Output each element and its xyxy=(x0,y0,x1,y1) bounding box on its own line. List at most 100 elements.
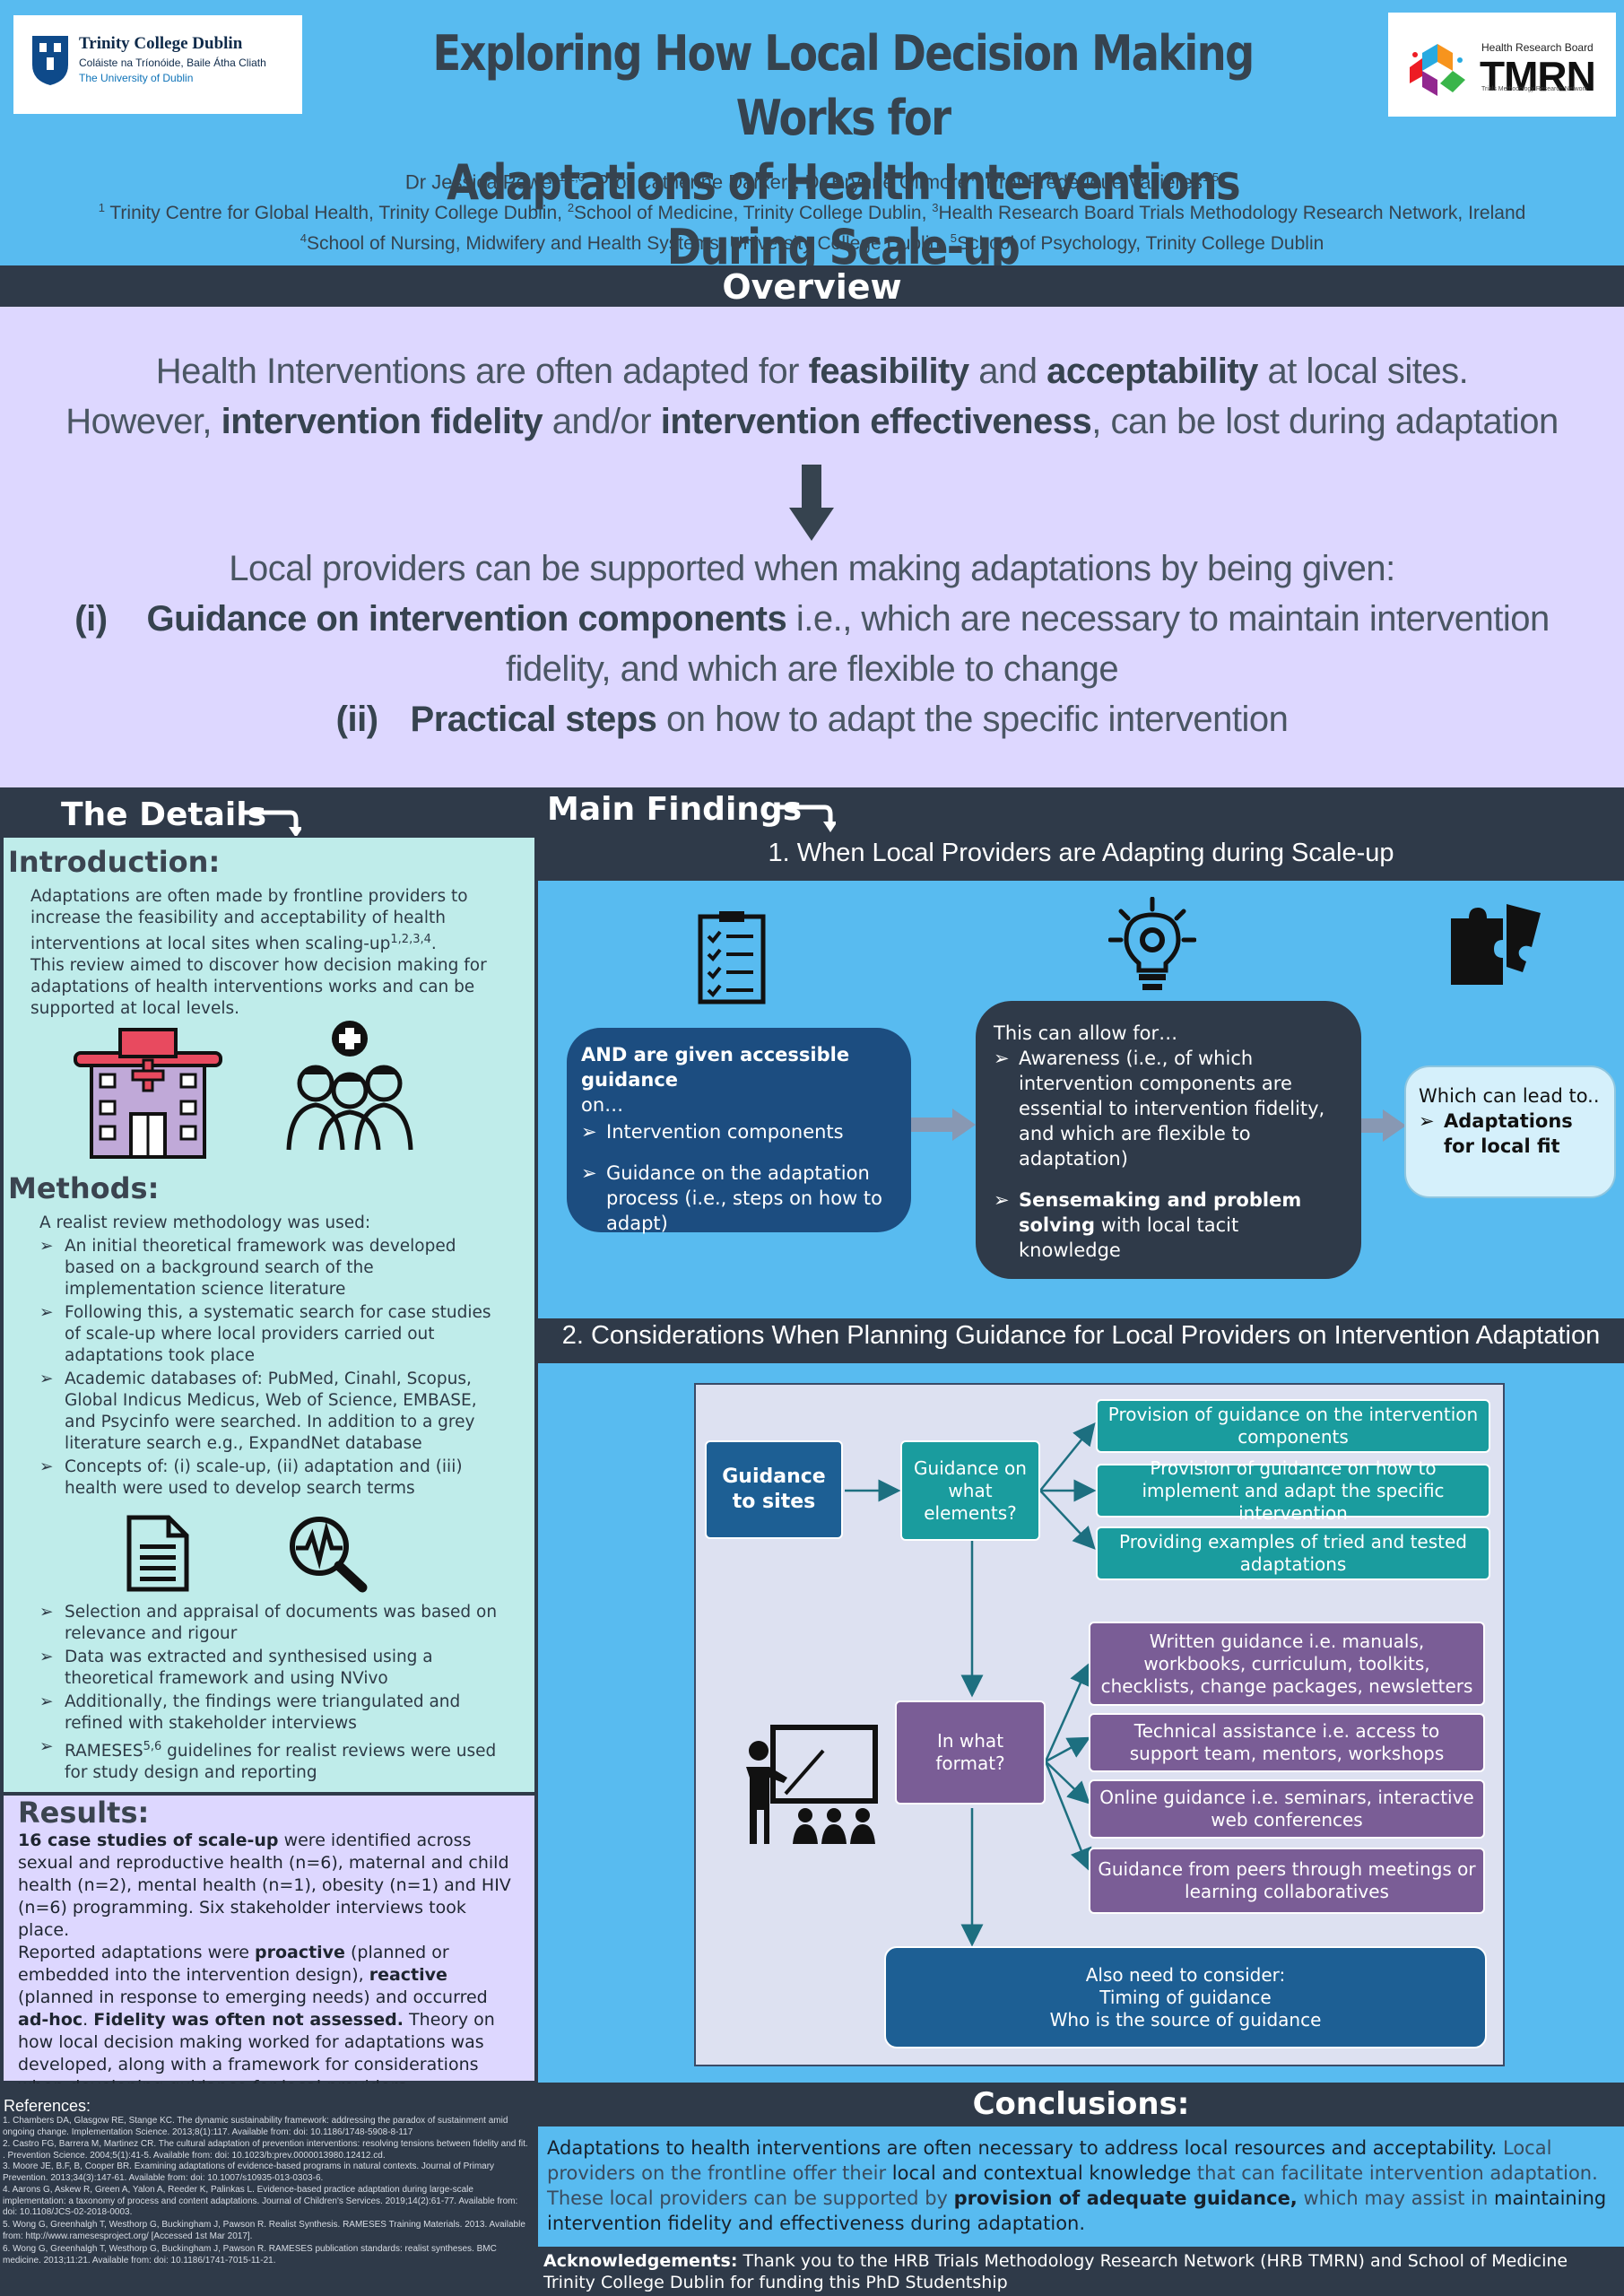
checklist-icon xyxy=(698,911,766,1004)
methods-list-2: Selection and appraisal of documents was… xyxy=(39,1602,506,1786)
methods-item: Academic databases of: PubMed, Cinahl, S… xyxy=(39,1369,506,1455)
allow-for-item: Sensemaking and problem solving with loc… xyxy=(994,1187,1343,1263)
format-option: Online guidance i.e. seminars, interacti… xyxy=(1089,1779,1485,1839)
methods-item: Following this, a systematic search for … xyxy=(39,1302,506,1367)
ov-bold: intervention effectiveness xyxy=(660,402,1092,441)
lead-to-list: Adaptations for local fit xyxy=(1419,1109,1602,1159)
ack-text: Thank you to the HRB Trials Methodology … xyxy=(543,2251,1568,2292)
affil-text: Health Research Board Trials Methodology… xyxy=(938,203,1526,223)
affil-sup: 3 xyxy=(932,201,939,214)
conc-dark: maintaining intervention fidelity and ef… xyxy=(547,2187,1607,2234)
magnifier-pulse-icon xyxy=(290,1517,368,1593)
affil-text: School of Medicine, Trinity College Dubl… xyxy=(574,203,933,223)
finding1-bar xyxy=(538,836,1624,881)
author-sup: 1,5 xyxy=(1203,170,1220,184)
ov-text: However, xyxy=(65,402,221,441)
intro-p2: This review aimed to discover how decisi… xyxy=(30,956,487,1019)
ov-bold: intervention fidelity xyxy=(221,402,543,441)
conclusions-bar xyxy=(538,2083,1624,2126)
rameses-text: RAMESES xyxy=(65,1742,143,1761)
affil-sup: 1 xyxy=(98,201,105,214)
methods-item: Additionally, the findings were triangul… xyxy=(39,1692,506,1735)
hrb-logo-small: Health Research Board xyxy=(1481,41,1594,54)
teacher-board-icon xyxy=(746,1725,878,1844)
allow-for-bold: Sensemaking and problem solving xyxy=(1019,1189,1302,1236)
down-arrow-icon xyxy=(789,465,834,541)
conc-text: which may assist in xyxy=(1297,2187,1495,2209)
reference-item: 1. Chambers DA, Glasgow RE, Stange KC. T… xyxy=(3,2116,508,2137)
element-option: Provision of guidance on how to implemen… xyxy=(1096,1457,1490,1524)
methods-list: An initial theoretical framework was dev… xyxy=(39,1236,506,1501)
results-bold: Fidelity was often not assessed. xyxy=(93,2010,404,2030)
affiliation-line-1: 1 Trinity Centre for Global Health, Trin… xyxy=(0,201,1624,224)
right-arrow-icon xyxy=(1361,1109,1406,1142)
puzzle-icon xyxy=(1451,904,1541,985)
ov-text: , can be lost during adaptation xyxy=(1091,402,1559,441)
results-p1: 16 case studies of scale-up were identif… xyxy=(18,1830,520,1942)
author-sup: 1,2,3 xyxy=(559,170,585,184)
tcd-crest-icon xyxy=(32,36,68,85)
results-text: (planned in response to emerging needs) … xyxy=(18,1987,488,2007)
allow-for-title: This can allow for… xyxy=(994,1022,1178,1044)
given-guidance-box: AND are given accessible guidance on… In… xyxy=(567,1028,911,1234)
allow-for-rest: with local tacit knowledge xyxy=(1019,1214,1239,1261)
details-heading: The Details xyxy=(61,796,267,833)
results-heading: Results: xyxy=(18,1796,150,1830)
ov-bold: acceptability xyxy=(1046,352,1258,391)
hrb-logo-sub: Trials Methodology Research Network xyxy=(1481,86,1588,92)
allow-for-item: Awareness (i.e., of which intervention c… xyxy=(994,1046,1343,1171)
ov-num: (ii) xyxy=(335,700,378,739)
conc-text: Local providers on the frontline offer t… xyxy=(547,2137,1552,2184)
methods-item: Data was extracted and synthesised using… xyxy=(39,1647,506,1690)
overview-line-3: Local providers can be supported when ma… xyxy=(229,549,1395,588)
also-consider-l3: Who is the source of guidance xyxy=(1049,2008,1322,2031)
also-consider-l1: Also need to consider: xyxy=(1085,1963,1286,1986)
lead-to-item: Adaptations for local fit xyxy=(1419,1109,1602,1159)
given-guidance-on: on… xyxy=(581,1094,624,1116)
results-text: . xyxy=(83,2010,94,2030)
hrb-logo-big: TMRN xyxy=(1480,53,1596,100)
also-consider-l2: Timing of guidance xyxy=(1099,1986,1272,2008)
rameses-sup: 5,6 xyxy=(143,1740,162,1753)
author-name: Dr Jessica Power xyxy=(404,170,560,194)
author-name: , Prof Frédérique Vallières xyxy=(975,170,1203,194)
author-sup: 4 xyxy=(968,170,976,184)
hrb-mark-icon xyxy=(1410,44,1465,96)
ov-text: and/or xyxy=(543,402,661,441)
references-panel xyxy=(0,2083,538,2296)
affil-text: Trinity Centre for Global Health, Trinit… xyxy=(104,203,568,223)
ov-text: on how to adapt the specific interventio… xyxy=(656,700,1289,739)
methods-item-rameses: RAMESES5,6 guidelines for realist review… xyxy=(39,1736,506,1784)
lead-to-title: Which can lead to.. xyxy=(1419,1085,1600,1107)
intro-heading: Introduction: xyxy=(8,845,221,879)
references-heading: References: xyxy=(4,2097,91,2115)
results-bold: 16 case studies of scale-up xyxy=(18,1831,279,1850)
methods-item: Selection and appraisal of documents was… xyxy=(39,1602,506,1645)
methods-heading: Methods: xyxy=(8,1171,160,1205)
tcd-logo-name: Trinity College Dublin xyxy=(79,34,243,53)
ov-bold: Practical steps xyxy=(410,700,657,739)
affil-sup: 5 xyxy=(950,231,957,245)
author-sup: 2 xyxy=(787,170,795,184)
given-guidance-list: Intervention components Guidance on the … xyxy=(581,1119,897,1236)
also-consider-box: Also need to consider: Timing of guidanc… xyxy=(884,1946,1487,2048)
element-option: Providing examples of tried and tested a… xyxy=(1096,1526,1490,1580)
lead-to-box: Which can lead to.. Adaptations for loca… xyxy=(1404,1065,1616,1198)
ack-bold: Acknowledgements: xyxy=(543,2251,738,2271)
given-guidance-item: Guidance on the adaptation process (i.e.… xyxy=(581,1161,897,1236)
ov-text: Health Interventions are often adapted f… xyxy=(155,352,809,391)
conc-bold: provision of adequate guidance, xyxy=(953,2187,1298,2209)
intro-p1-end: . xyxy=(430,935,437,954)
findings-heading: Main Findings xyxy=(547,791,803,828)
results-text: were identified across sexual and reprod… xyxy=(18,1831,511,1940)
overview-line-1: Health Interventions are often adapted f… xyxy=(0,352,1624,392)
reference-item: 5. Wong G, Greenhalgh T, Westhorp G, Buc… xyxy=(3,2220,525,2241)
overview-item-i-cont: fidelity, and which are flexible to chan… xyxy=(505,649,1119,689)
affil-sup: 2 xyxy=(567,201,575,214)
allow-for-box: This can allow for… Awareness (i.e., of … xyxy=(976,1001,1361,1279)
methods-item: An initial theoretical framework was dev… xyxy=(39,1236,506,1300)
intro-text: Adaptations are often made by frontline … xyxy=(30,886,497,1020)
rameses-rest: guidelines for realist reviews were used… xyxy=(65,1742,497,1783)
right-arrow-icon xyxy=(911,1109,976,1141)
curved-arrow-icon xyxy=(778,804,836,832)
